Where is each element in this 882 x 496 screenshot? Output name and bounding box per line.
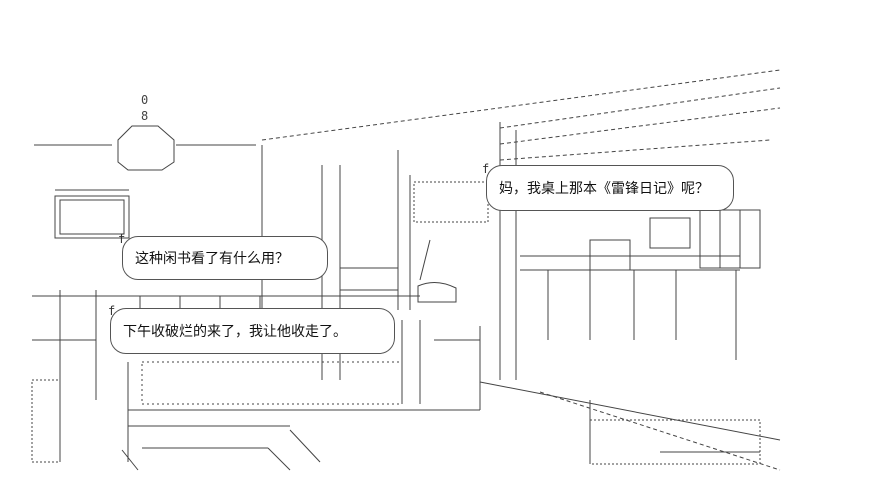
- ceiling-lamp: 0 8: [34, 93, 256, 171]
- right-shelf: [499, 122, 761, 380]
- speech-bubble-1: 这种闲书看了有什么用？: [122, 236, 328, 280]
- bubble-tail: f: [482, 162, 490, 176]
- dialogue-line-3: 妈，我桌上那本《雷锋日记》呢？: [499, 181, 709, 197]
- dialogue-line-2: 下午收破烂的来了，我让他收走了。: [123, 324, 347, 340]
- dialogue-line-1: 这种闲书看了有什么用？: [135, 251, 289, 267]
- floor-lines: [479, 381, 781, 471]
- bubble-tail: f: [118, 232, 126, 246]
- bubble-tail: f: [108, 304, 116, 318]
- speech-bubble-3: 妈，我桌上那本《雷锋日记》呢？: [486, 165, 734, 211]
- ceiling-lines: [261, 69, 781, 161]
- left-window: [54, 189, 130, 239]
- left-furniture: [31, 290, 420, 463]
- speech-bubble-2: 下午收破烂的来了，我让他收走了。: [110, 308, 395, 354]
- bed: [121, 320, 481, 471]
- svg-text:8: 8: [141, 109, 148, 123]
- svg-text:0: 0: [141, 93, 148, 107]
